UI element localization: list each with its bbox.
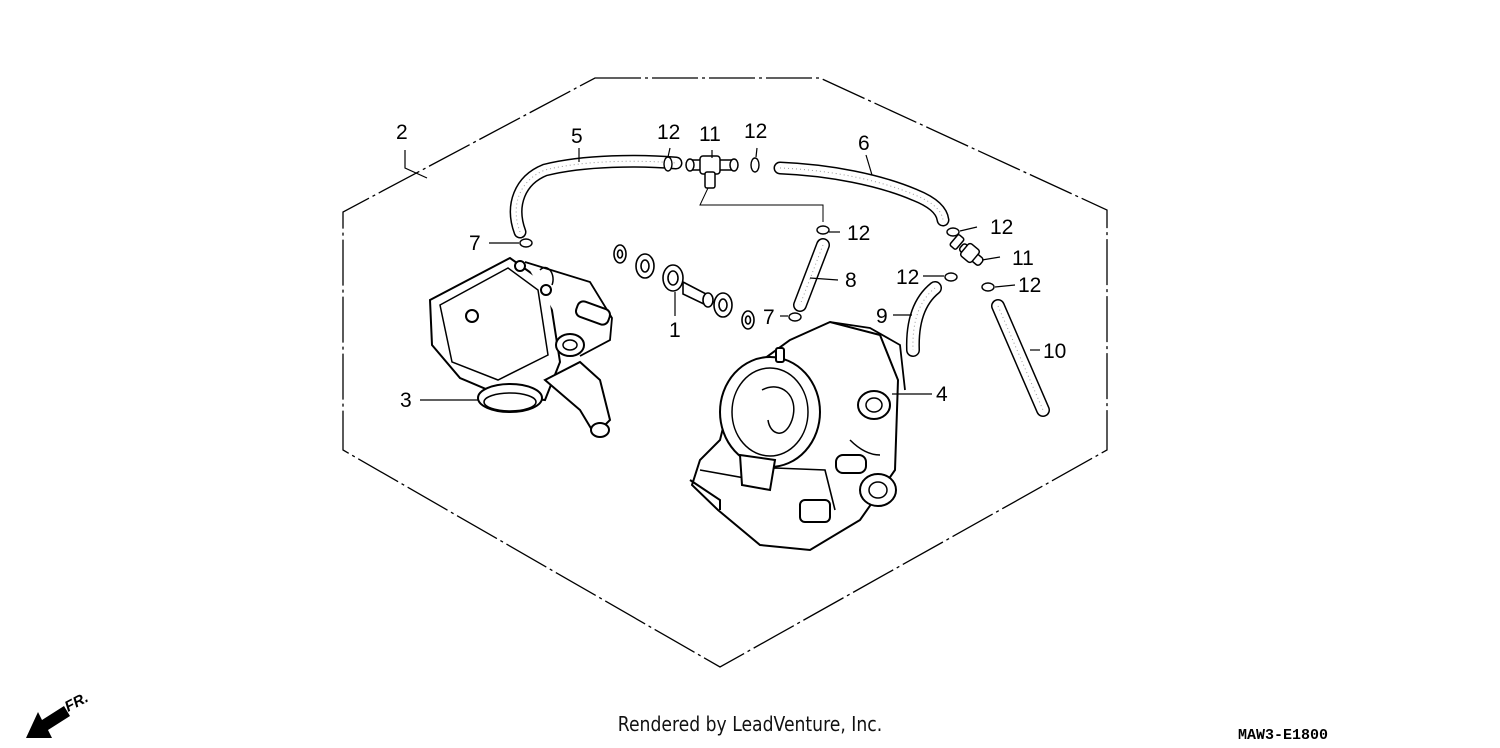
t-joint-11-right[interactable] [949, 234, 984, 266]
callout-8: 8 [845, 269, 857, 292]
joint-pipe-1-set[interactable] [613, 244, 755, 330]
carburetor-4[interactable] [689, 320, 906, 552]
hose-9[interactable] [905, 281, 942, 357]
callout-1: 1 [669, 319, 681, 342]
clips-12[interactable] [663, 156, 995, 292]
callout-11-right: 11 [1012, 247, 1034, 270]
assembly-outline [342, 77, 1108, 668]
callout-2: 2 [396, 121, 408, 144]
hose-8[interactable] [793, 238, 830, 312]
hose-6[interactable] [773, 161, 950, 227]
callout-7-left: 7 [469, 232, 481, 255]
clips-7[interactable] [519, 238, 802, 322]
arrow-left-down-icon [26, 706, 70, 738]
diagram-code: MAW3-E1800 [1238, 727, 1329, 744]
hose-10[interactable] [991, 299, 1050, 417]
callout-12-top-left: 12 [657, 121, 680, 144]
callout-10: 10 [1043, 340, 1066, 363]
callout-12-top-right: 12 [744, 120, 767, 143]
callout-12-center: 12 [847, 222, 870, 245]
t-joint-11-top[interactable] [685, 155, 739, 189]
callout-3: 3 [400, 389, 412, 412]
callout-5: 5 [571, 125, 583, 148]
footer-attribution: Rendered by LeadVenture, Inc. [617, 712, 883, 736]
front-direction-arrow: FR. [26, 689, 91, 738]
callout-4: 4 [936, 383, 948, 406]
joint-guide-line [699, 187, 824, 222]
leader-lines [404, 147, 1040, 401]
callout-12-right-mid: 12 [896, 266, 919, 289]
callout-12-right-low: 12 [1018, 274, 1041, 297]
callout-12-right-top: 12 [990, 216, 1013, 239]
hose-5[interactable] [509, 154, 683, 239]
carburetor-3[interactable] [428, 256, 613, 438]
callout-6: 6 [858, 132, 870, 155]
callout-11-top: 11 [699, 123, 721, 146]
callout-9: 9 [876, 305, 888, 328]
callout-7-center: 7 [763, 306, 775, 329]
